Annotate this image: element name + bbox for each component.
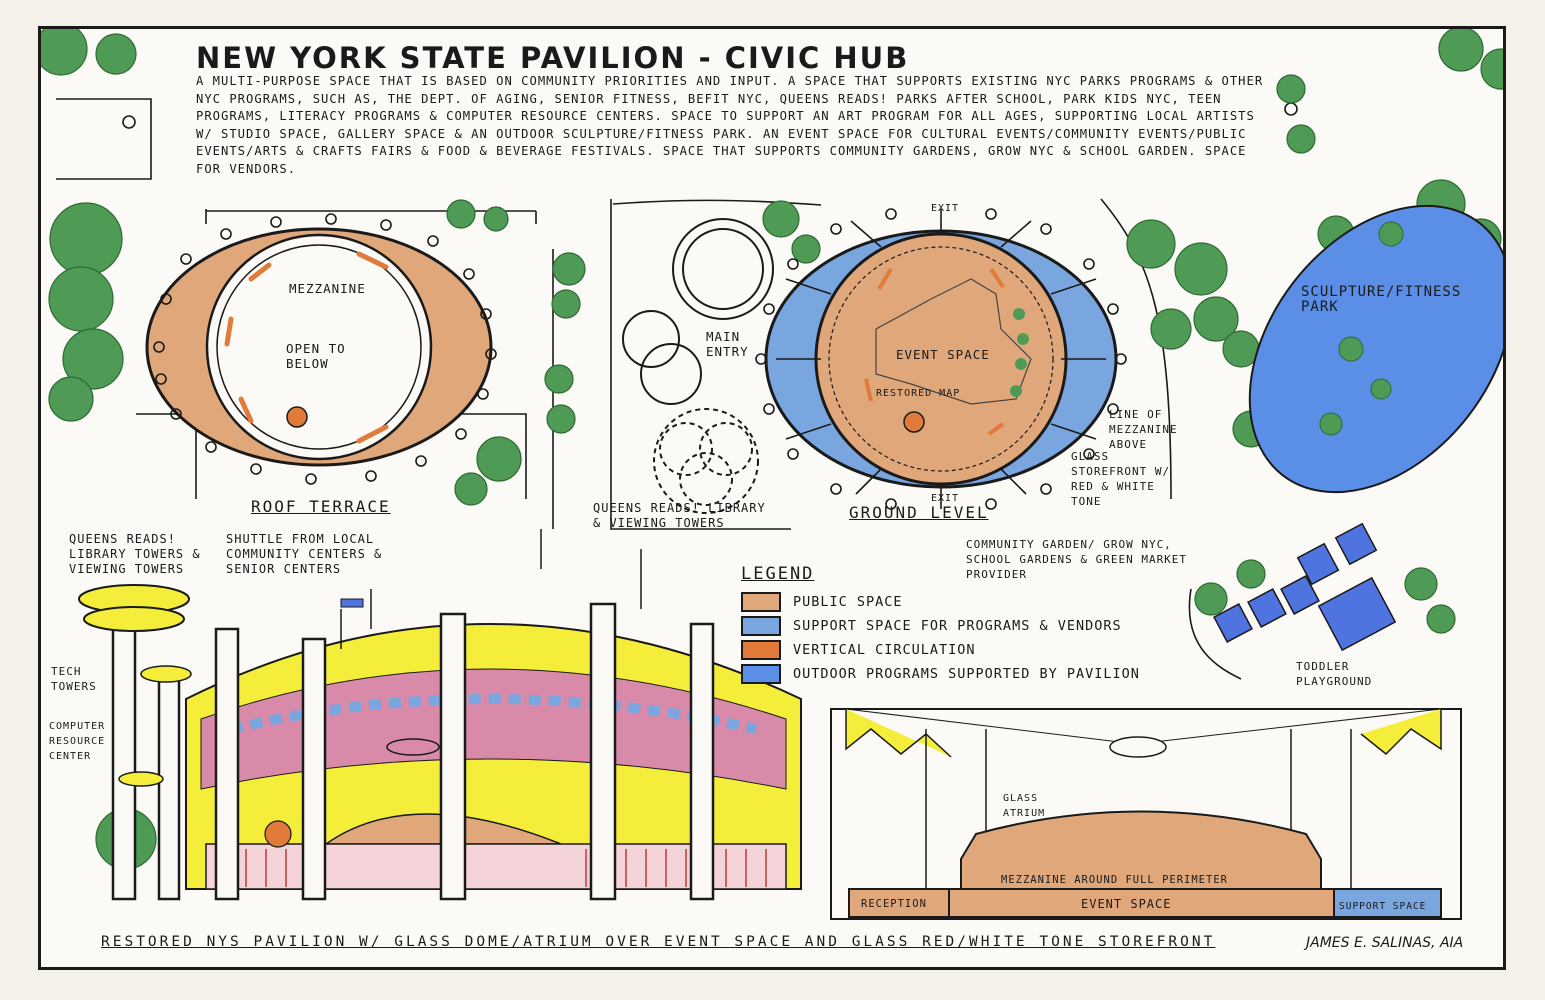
label-exit-bottom: EXIT xyxy=(931,493,960,504)
legend-swatch xyxy=(741,640,781,660)
label-queens-reads-left: QUEENS READS! LIBRARY TOWERS & VIEWING T… xyxy=(69,532,201,576)
label-sculpture-park: SCULPTURE/FITNESS PARK xyxy=(1301,284,1462,315)
towers-plan xyxy=(622,218,774,514)
label-glass-atrium: GLASS ATRIUM xyxy=(1003,793,1046,819)
label-queens-reads-towers: QUEENS READS! LIBRARY & VIEWING TOWERS xyxy=(593,501,766,530)
ground-column-ring xyxy=(755,208,1127,510)
site-bollard xyxy=(1284,102,1298,116)
label-reception: RECEPTION xyxy=(861,898,927,910)
label-community-garden: COMMUNITY GARDEN/ GROW NYC, SCHOOL GARDE… xyxy=(966,538,1188,581)
legend-title: LEGEND xyxy=(741,564,815,584)
legend-item-circulation: VERTICAL CIRCULATION xyxy=(741,638,1171,662)
legend-label: OUTDOOR PROGRAMS SUPPORTED BY PAVILION xyxy=(793,666,1140,682)
label-support-space: SUPPORT SPACE xyxy=(1339,901,1427,912)
label-open-to-below: OPEN TO BELOW xyxy=(286,341,346,371)
label-event-space: EVENT SPACE xyxy=(896,347,990,362)
legend: LEGEND PUBLIC SPACE SUPPORT SPACE FOR PR… xyxy=(741,564,1171,686)
legend-item-public: PUBLIC SPACE xyxy=(741,590,1171,614)
legend-item-support: SUPPORT SPACE FOR PROGRAMS & VENDORS xyxy=(741,614,1171,638)
label-tech-towers: TECH TOWERS xyxy=(51,665,97,693)
label-restored-map: RESTORED MAP xyxy=(876,388,961,399)
architect-signature: JAMES E. SALINAS, AIA xyxy=(1306,935,1464,951)
drawing-sheet: NEW YORK STATE PAVILION - CIVIC HUB A MU… xyxy=(38,26,1506,970)
garden-plots xyxy=(1213,522,1397,652)
legend-label: VERTICAL CIRCULATION xyxy=(793,642,976,658)
legend-swatch xyxy=(741,616,781,636)
label-shuttle: SHUTTLE FROM LOCAL COMMUNITY CENTERS & S… xyxy=(226,532,383,576)
building-section xyxy=(830,708,1462,920)
roof-column-ring xyxy=(153,213,497,485)
perspective-view xyxy=(78,529,802,901)
site-bollard xyxy=(122,115,136,129)
roof-terrace-plan xyxy=(145,227,493,467)
legend-swatch xyxy=(741,592,781,612)
legend-swatch xyxy=(741,664,781,684)
ground-level-heading: GROUND LEVEL xyxy=(849,503,989,522)
label-line-of-mezzanine: LINE OF MEZZANINE ABOVE xyxy=(1109,408,1178,451)
label-main-entry: MAIN ENTRY xyxy=(706,329,749,359)
footer-caption: RESTORED NYS PAVILION W/ GLASS DOME/ATRI… xyxy=(101,934,1216,950)
legend-label: SUPPORT SPACE FOR PROGRAMS & VENDORS xyxy=(793,618,1122,634)
site-drawing xyxy=(41,29,1503,920)
label-glass-storefront: GLASS STOREFRONT W/ RED & WHITE TONE xyxy=(1071,450,1171,508)
roof-terrace-heading: ROOF TERRACE xyxy=(251,497,391,516)
legend-label: PUBLIC SPACE xyxy=(793,594,903,610)
label-exit-top: EXIT xyxy=(931,203,960,214)
program-description: A MULTI-PURPOSE SPACE THAT IS BASED ON C… xyxy=(196,74,1264,176)
label-toddler-playground: TODDLER PLAYGROUND xyxy=(1296,660,1373,688)
label-section-event-space: EVENT SPACE xyxy=(1081,897,1172,911)
sheet-title: NEW YORK STATE PAVILION - CIVIC HUB xyxy=(196,41,910,75)
label-mezzanine: MEZZANINE xyxy=(289,281,366,296)
sculpture-fitness-park xyxy=(1248,204,1503,494)
label-computer-center: COMPUTER RESOURCE CENTER xyxy=(49,721,106,762)
ground-level-plan xyxy=(764,209,1118,509)
legend-item-outdoor: OUTDOOR PROGRAMS SUPPORTED BY PAVILION xyxy=(741,662,1171,686)
label-mezzanine-perimeter: MEZZANINE AROUND FULL PERIMETER xyxy=(1001,874,1228,886)
